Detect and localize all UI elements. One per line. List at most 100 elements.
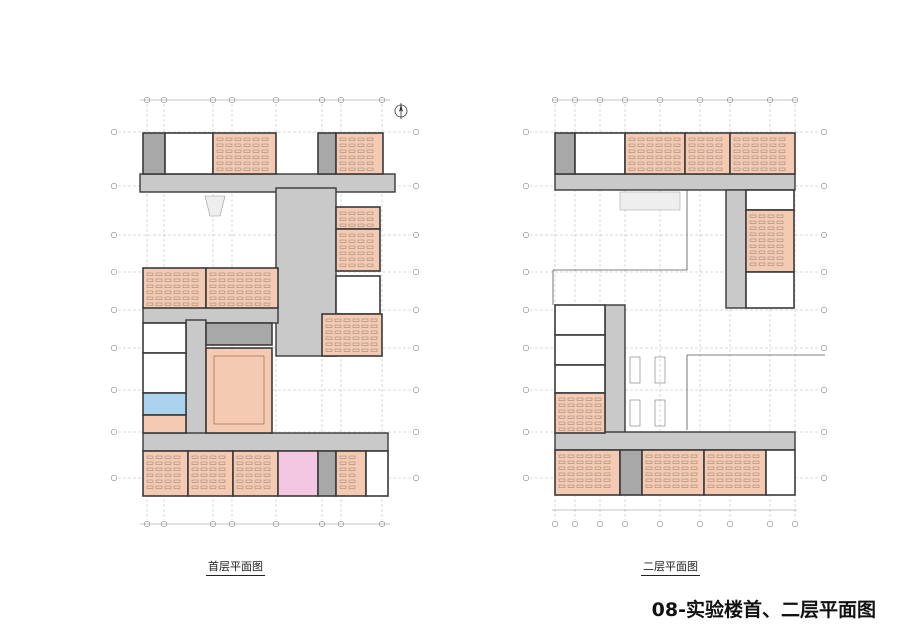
furniture	[654, 356, 666, 384]
desk	[663, 460, 671, 464]
desk	[767, 232, 775, 236]
desk	[370, 330, 378, 334]
stair-room	[765, 449, 796, 496]
desk	[155, 290, 163, 294]
desk	[245, 278, 253, 282]
desk	[594, 478, 602, 482]
desk	[339, 149, 347, 153]
desk	[357, 263, 365, 267]
service-room	[554, 304, 606, 336]
desk	[164, 296, 172, 300]
desk	[672, 484, 680, 488]
desk	[164, 284, 172, 288]
desk	[585, 403, 593, 407]
desk	[654, 472, 662, 476]
desk	[348, 223, 356, 227]
grid-bubble	[412, 306, 420, 314]
desk	[585, 484, 593, 488]
desk	[348, 467, 356, 471]
desk	[155, 473, 163, 477]
desk	[637, 161, 645, 165]
desk	[325, 324, 333, 328]
grid-bubble	[696, 520, 704, 528]
desk	[361, 324, 369, 328]
desk	[743, 478, 751, 482]
desk	[776, 244, 784, 248]
grid-bubble	[522, 268, 530, 276]
desk	[366, 217, 374, 221]
desk	[673, 149, 681, 153]
desk	[243, 155, 251, 159]
desk	[200, 455, 208, 459]
stair-room	[317, 450, 337, 497]
desk	[343, 348, 351, 352]
desk	[236, 479, 244, 483]
desk	[155, 296, 163, 300]
desk	[225, 161, 233, 165]
desk	[706, 137, 714, 141]
desk	[663, 454, 671, 458]
desk	[749, 256, 757, 260]
desk	[236, 473, 244, 477]
desk	[218, 296, 226, 300]
desk	[585, 409, 593, 413]
desk	[252, 161, 260, 165]
desk	[585, 472, 593, 476]
desk	[576, 472, 584, 476]
desk	[366, 167, 374, 171]
desk	[734, 466, 742, 470]
desk	[672, 454, 680, 458]
desk	[654, 460, 662, 464]
desk	[173, 284, 181, 288]
desk	[690, 472, 698, 476]
desk	[236, 467, 244, 471]
desk	[234, 149, 242, 153]
desk	[758, 232, 766, 236]
desk	[357, 143, 365, 147]
desk	[352, 336, 360, 340]
desk	[733, 161, 741, 165]
desk	[339, 167, 347, 171]
desk	[191, 272, 199, 276]
grid-bubble	[522, 231, 530, 239]
desk	[263, 296, 271, 300]
desk	[348, 149, 356, 153]
desk	[173, 296, 181, 300]
desk	[690, 484, 698, 488]
desk	[218, 473, 226, 477]
grid-bubble	[412, 231, 420, 239]
service-room	[365, 450, 389, 497]
desk	[155, 272, 163, 276]
desk	[236, 272, 244, 276]
desk	[760, 167, 768, 171]
desk	[767, 262, 775, 266]
grid-bubble	[551, 520, 559, 528]
desk	[654, 466, 662, 470]
desk	[216, 137, 224, 141]
desk	[218, 290, 226, 294]
desk	[227, 272, 235, 276]
desk	[776, 220, 784, 224]
sheet-title: 08-实验楼首、二层平面图	[651, 599, 876, 621]
desk	[245, 272, 253, 276]
desk	[594, 397, 602, 401]
desk	[681, 478, 689, 482]
desk	[164, 272, 172, 276]
grid-bubble	[110, 428, 118, 436]
desk	[733, 137, 741, 141]
desk	[209, 290, 217, 294]
desk	[603, 478, 611, 482]
grid-bubble	[412, 386, 420, 394]
room-outline	[213, 355, 265, 425]
grid-bubble	[522, 344, 530, 352]
desk	[654, 478, 662, 482]
desk	[209, 296, 217, 300]
desk	[743, 484, 751, 488]
desk	[173, 473, 181, 477]
desk	[236, 461, 244, 465]
desk	[209, 302, 217, 306]
desk	[752, 472, 760, 476]
desk	[366, 223, 374, 227]
desk	[603, 460, 611, 464]
desk	[339, 257, 347, 261]
